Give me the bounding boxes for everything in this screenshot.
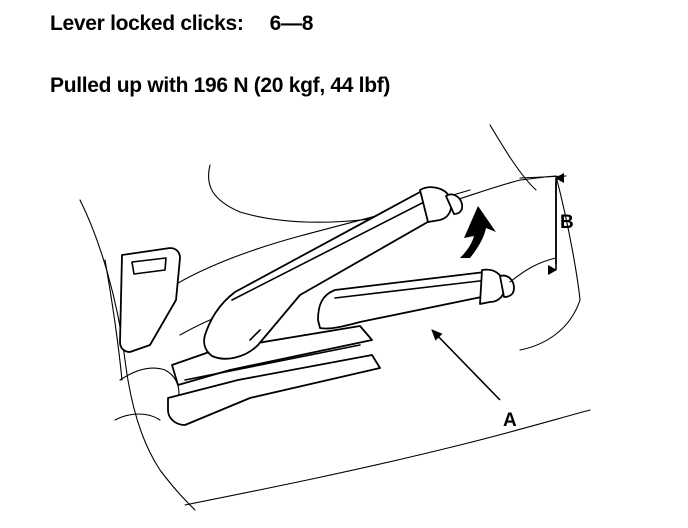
clicks-label: Lever locked clicks: — [50, 12, 244, 35]
console-outline — [79, 124, 591, 511]
seat-belt-buckle — [119, 247, 181, 353]
clicks-value: 6—8 — [269, 12, 314, 35]
lever-slot — [167, 325, 381, 426]
callout-a-leader — [431, 329, 501, 401]
pull-force-spec: Pulled up with 196 N (20 kgf, 44 lbf) — [50, 74, 391, 97]
pull-direction-arrow — [460, 206, 496, 258]
travel-dimension-b — [509, 173, 567, 283]
callout-a-label: A — [503, 410, 517, 431]
lever-normal-position — [317, 268, 515, 330]
callout-b-label: B — [560, 212, 574, 233]
lever-raised-position — [203, 186, 464, 360]
lever-locked-clicks-spec: Lever locked clicks: 6—8 — [50, 12, 313, 36]
